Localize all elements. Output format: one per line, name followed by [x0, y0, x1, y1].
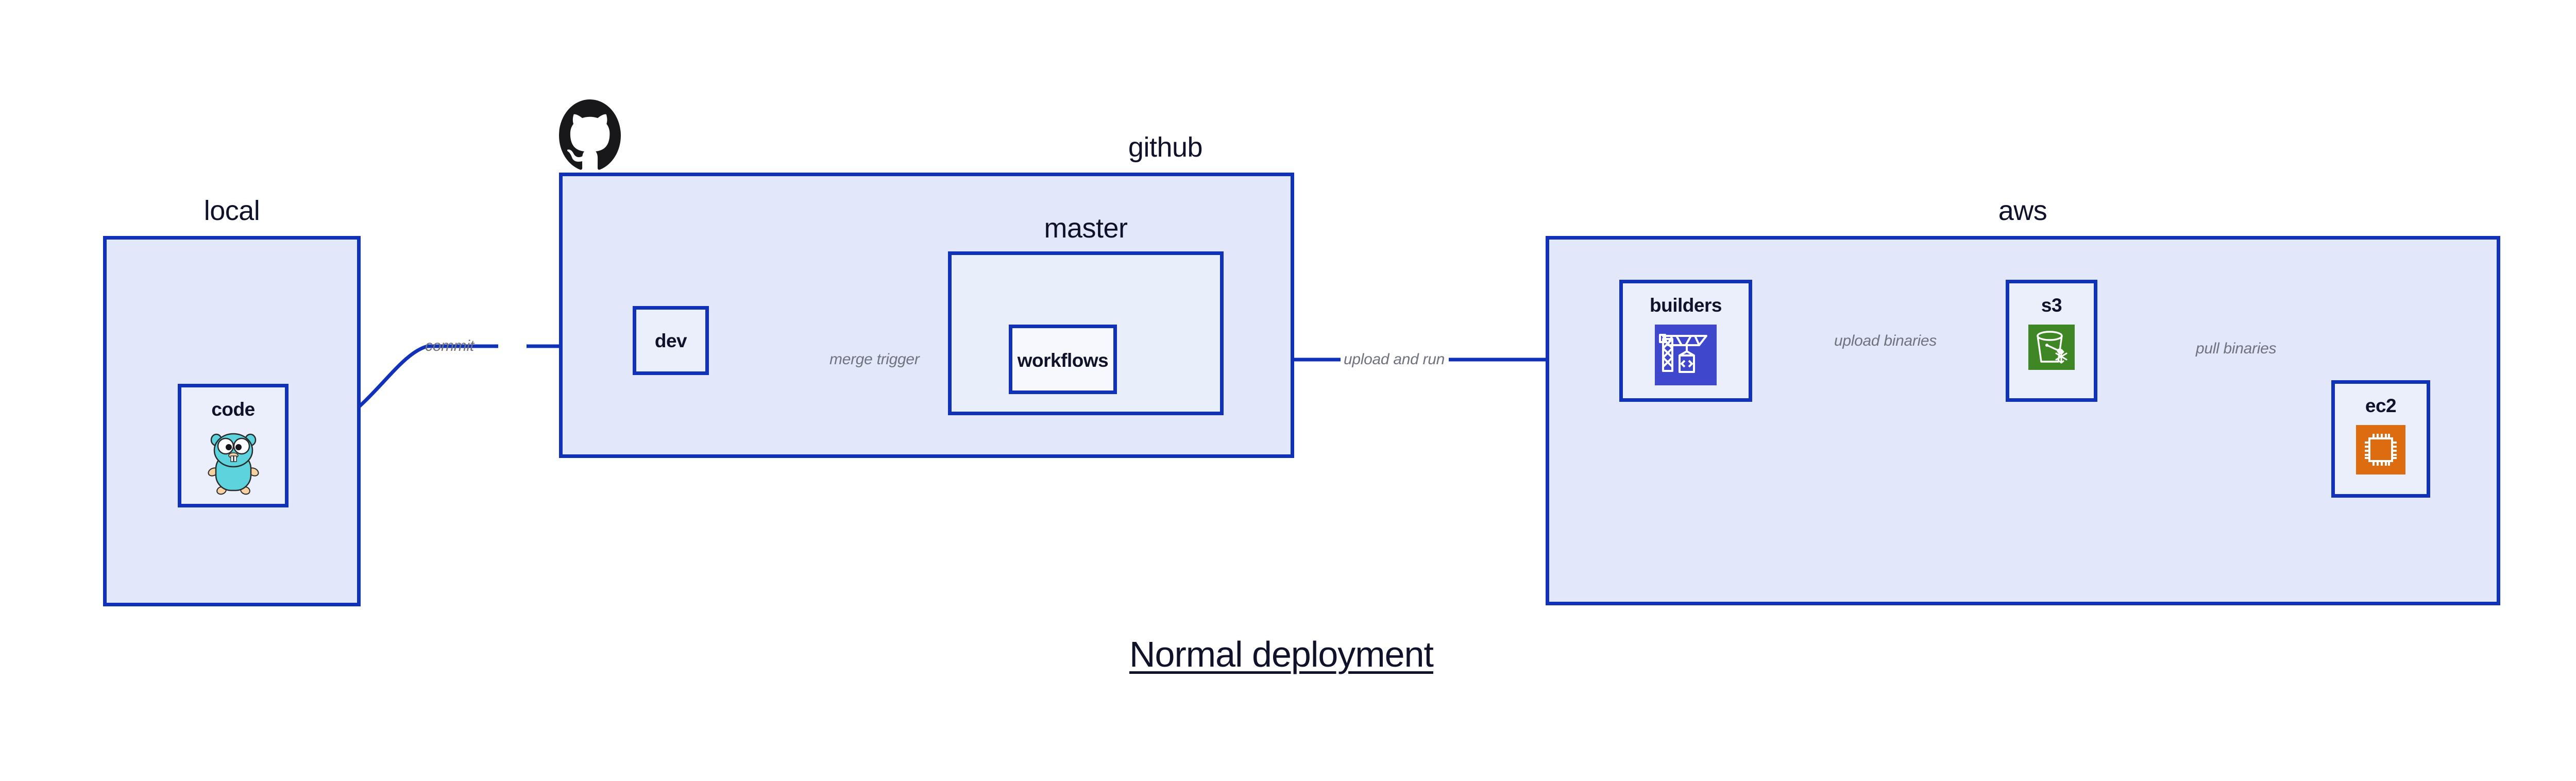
- edge-label-upload-binaries: upload binaries: [1834, 332, 1937, 349]
- node-ec2[interactable]: ec2: [2331, 380, 2430, 498]
- node-workflows[interactable]: workflows: [1009, 325, 1117, 394]
- edge-label-merge-trigger: merge trigger: [829, 351, 920, 368]
- aws-ec2-icon: [2356, 425, 2405, 477]
- node-code[interactable]: code: [178, 384, 289, 507]
- github-octocat-icon: [559, 99, 621, 172]
- edge-label-commit: commit: [425, 337, 474, 354]
- edge-label-pull-binaries: pull binaries: [2196, 340, 2277, 357]
- aws-s3-icon: [2028, 325, 2075, 372]
- node-label-code: code: [211, 399, 255, 420]
- node-label-workflows: workflows: [1017, 350, 1109, 371]
- edge-label-upload-and-run: upload and run: [1344, 351, 1445, 368]
- page-title: Normal deployment: [1129, 634, 1434, 674]
- node-dev[interactable]: dev: [633, 306, 709, 375]
- group-label-github: github: [1128, 132, 1203, 163]
- node-label-dev: dev: [654, 330, 687, 351]
- node-s3[interactable]: s3: [2006, 280, 2097, 402]
- node-label-ec2: ec2: [2365, 395, 2397, 416]
- node-label-builders: builders: [1650, 295, 1722, 316]
- node-label-s3: s3: [2041, 295, 2062, 316]
- go-gopher-icon: [206, 429, 261, 498]
- group-label-aws: aws: [1998, 195, 2047, 226]
- group-label-master: master: [1044, 213, 1128, 244]
- node-builders[interactable]: builders: [1619, 280, 1752, 402]
- group-label-local: local: [204, 195, 260, 226]
- aws-codebuild-icon: [1655, 325, 1717, 388]
